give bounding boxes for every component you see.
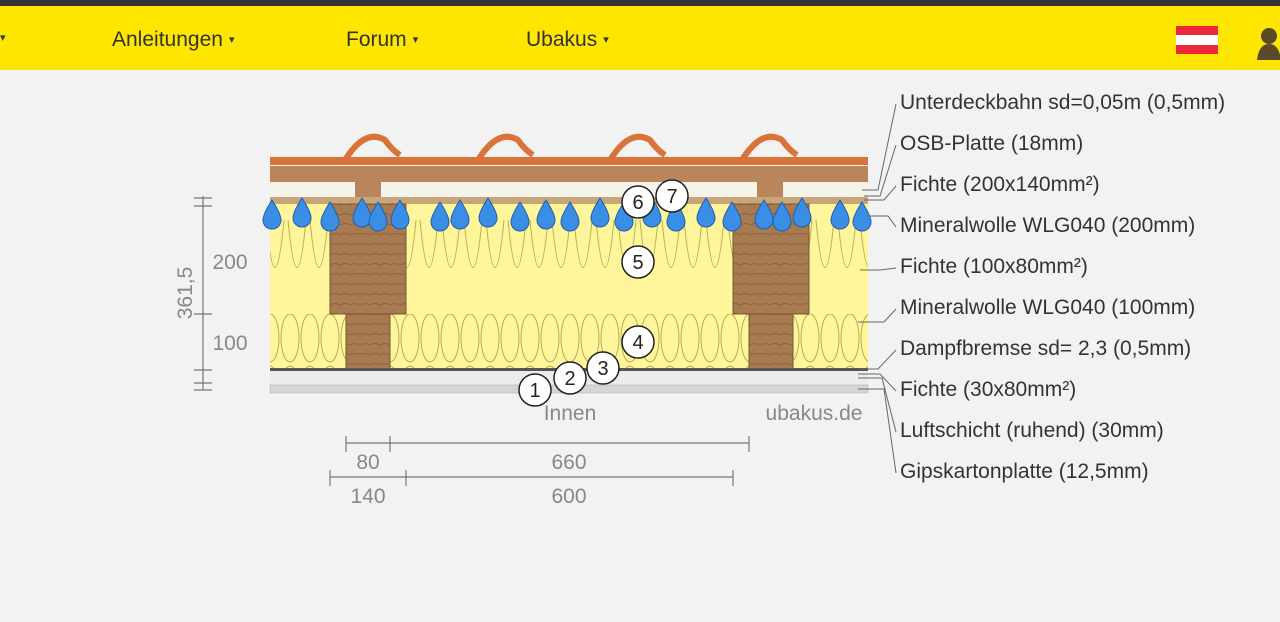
- vertical-dimensions: [194, 196, 212, 391]
- chevron-down-icon: ▾: [603, 34, 609, 46]
- marker-7: 7: [666, 186, 677, 208]
- layer-label[interactable]: Dampfbremse sd= 2,3 (0,5mm): [900, 337, 1192, 360]
- counter-batten: [355, 175, 381, 199]
- layer-label[interactable]: Fichte (200x140mm²): [900, 173, 1100, 196]
- marker-5: 5: [632, 252, 643, 274]
- dim-w80: 80: [356, 451, 379, 474]
- marker-6: 6: [632, 192, 643, 214]
- leader-lines: [858, 103, 897, 474]
- chevron-down-icon: ▾: [228, 34, 235, 46]
- austria-flag-icon[interactable]: [1176, 26, 1218, 54]
- menu-caret-icon[interactable]: ▾: [0, 32, 6, 44]
- dim-w600: 600: [551, 485, 586, 508]
- flag-stripe: [1176, 26, 1218, 36]
- dim-w660: 660: [551, 451, 586, 474]
- nav-item-anleitungen[interactable]: Anleitungen ▾: [112, 28, 234, 52]
- chevron-down-icon: ▾: [412, 34, 419, 46]
- layer-label[interactable]: OSB-Platte (18mm): [900, 132, 1084, 155]
- layer-label[interactable]: Mineralwolle WLG040 (200mm): [900, 214, 1196, 237]
- counter-batten: [757, 175, 783, 199]
- top-strip: [0, 0, 1280, 6]
- marker-4: 4: [632, 332, 643, 354]
- layer-label[interactable]: Luftschicht (ruhend) (30mm): [900, 419, 1164, 442]
- user-icon[interactable]: [1255, 24, 1280, 60]
- marker-2: 2: [564, 368, 575, 390]
- layer-label[interactable]: Gipskartonplatte (12,5mm): [900, 460, 1149, 483]
- dim-upper: 200: [212, 251, 247, 274]
- nav-item-label: Anleitungen: [112, 28, 223, 51]
- layer-label[interactable]: Mineralwolle WLG040 (100mm): [900, 296, 1196, 319]
- dim-total: 361,5: [174, 267, 197, 320]
- roof-section-diagram: 1 2 3 4 5 6 7 361,5 200 100: [174, 103, 897, 508]
- nav-bar: ▾ Anleitungen ▾ Forum ▾ Ubakus ▾: [0, 6, 1280, 70]
- nav-item-ubakus[interactable]: Ubakus ▾: [526, 28, 609, 52]
- watermark: ubakus.de: [766, 402, 863, 425]
- unterdeckbahn-layer: [270, 182, 868, 196]
- marker-3: 3: [597, 358, 608, 380]
- dim-lower: 100: [212, 332, 247, 355]
- nav-item-label: Forum: [346, 28, 407, 51]
- marker-1: 1: [529, 380, 540, 402]
- nav-item-label: Ubakus: [526, 28, 598, 51]
- horizontal-dimensions: [329, 436, 750, 486]
- inside-label: Innen: [544, 402, 597, 425]
- nav-item-forum[interactable]: Forum ▾: [346, 28, 418, 52]
- flag-stripe: [1176, 44, 1218, 54]
- roof-tile-row: [270, 157, 868, 165]
- roof-tiles: [342, 133, 799, 162]
- layer-label[interactable]: Unterdeckbahn sd=0,05m (0,5mm): [900, 91, 1226, 114]
- layer-label[interactable]: Fichte (30x80mm²): [900, 378, 1077, 401]
- osb-layer: [270, 197, 868, 204]
- dim-w140: 140: [350, 485, 385, 508]
- flag-stripe: [1176, 35, 1218, 45]
- layer-label[interactable]: Fichte (100x80mm²): [900, 255, 1088, 278]
- batten-layer: [270, 166, 868, 182]
